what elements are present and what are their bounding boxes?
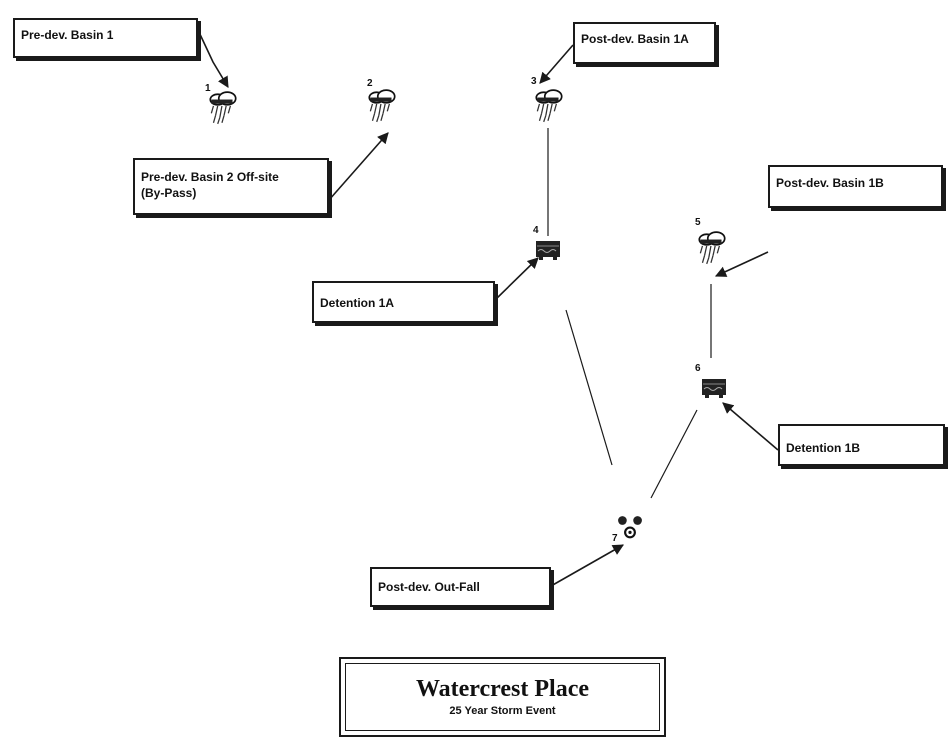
label-post-dev-basin-1b[interactable]: Post-dev. Basin 1B: [768, 165, 943, 208]
leader-basin-1b: [714, 251, 769, 277]
rain-cloud-icon[interactable]: [535, 89, 563, 123]
leader-basin-1a: [539, 44, 574, 84]
leader-detention-1a: [494, 257, 539, 301]
junction-icon[interactable]: [617, 515, 643, 539]
diagram-subtitle: 25 Year Storm Event: [449, 705, 556, 717]
title-block: Watercrest Place 25 Year Storm Event: [339, 657, 666, 737]
title-block-inner: Watercrest Place 25 Year Storm Event: [345, 663, 660, 731]
leader-basin-2: [328, 132, 389, 201]
link-6-to-7: [650, 409, 698, 499]
node-number-4: 4: [533, 225, 539, 236]
flow-links: [547, 128, 712, 499]
rain-cloud-icon[interactable]: [368, 89, 396, 123]
leader-basin-1: [197, 29, 229, 88]
label-detention-1b[interactable]: Detention 1B: [778, 424, 945, 466]
label-post-dev-outfall[interactable]: Post-dev. Out-Fall: [370, 567, 551, 607]
label-detention-1a[interactable]: Detention 1A: [312, 281, 495, 323]
detention-pond-icon[interactable]: [535, 240, 561, 260]
label-pre-dev-basin-2[interactable]: Pre-dev. Basin 2 Off-site (By-Pass): [133, 158, 329, 215]
node-number-2: 2: [367, 78, 373, 89]
label-post-dev-basin-1a[interactable]: Post-dev. Basin 1A: [573, 22, 716, 64]
node-number-3: 3: [531, 76, 537, 87]
node-number-1: 1: [205, 83, 211, 94]
node-number-7: 7: [612, 533, 618, 544]
leader-outfall: [550, 544, 624, 587]
rain-cloud-icon[interactable]: [698, 231, 726, 265]
leader-arrows: [197, 29, 779, 587]
label-pre-dev-basin-1[interactable]: Pre-dev. Basin 1: [13, 18, 198, 58]
node-number-6: 6: [695, 363, 701, 374]
diagram-title: Watercrest Place: [415, 676, 590, 702]
detention-pond-icon[interactable]: [701, 378, 727, 398]
rain-cloud-icon[interactable]: [209, 91, 237, 125]
leader-detention-1b: [722, 402, 779, 451]
node-number-5: 5: [695, 217, 701, 228]
link-4-to-7: [565, 309, 613, 466]
